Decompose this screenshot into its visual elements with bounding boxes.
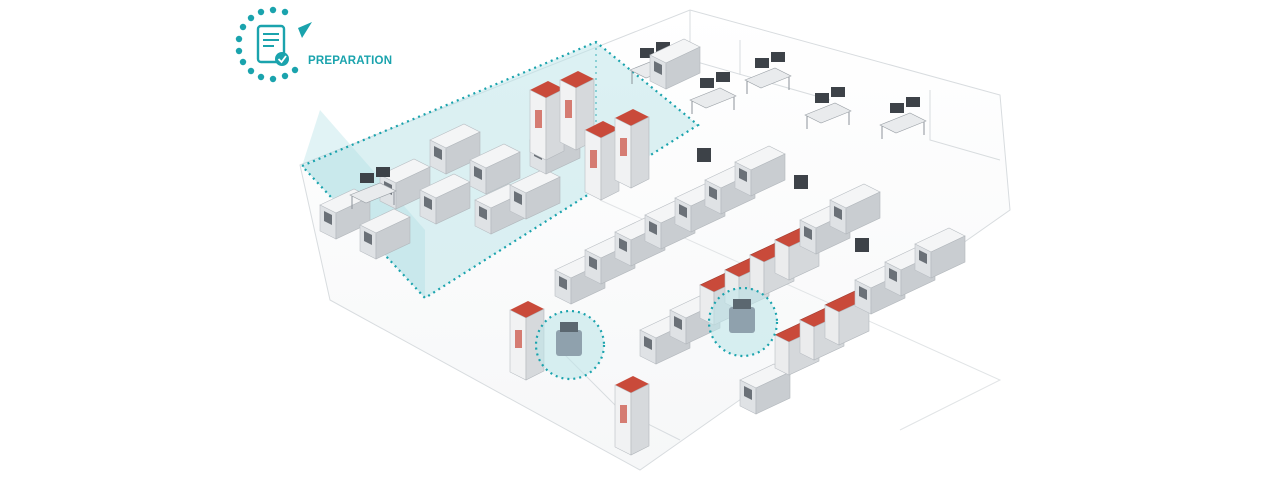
storage-tower-center <box>614 375 650 456</box>
preparation-label: PREPARATION <box>308 55 393 67</box>
agv-highlight-left <box>534 309 606 381</box>
production-line-1 <box>554 145 786 305</box>
production-line-2 <box>639 175 881 365</box>
tablet-checklist-icon <box>235 6 312 83</box>
preparation-badge: PREPARATION <box>232 4 412 84</box>
production-line-3 <box>739 227 966 415</box>
agv-highlight-center <box>707 286 779 358</box>
preparation-zone <box>301 40 700 300</box>
